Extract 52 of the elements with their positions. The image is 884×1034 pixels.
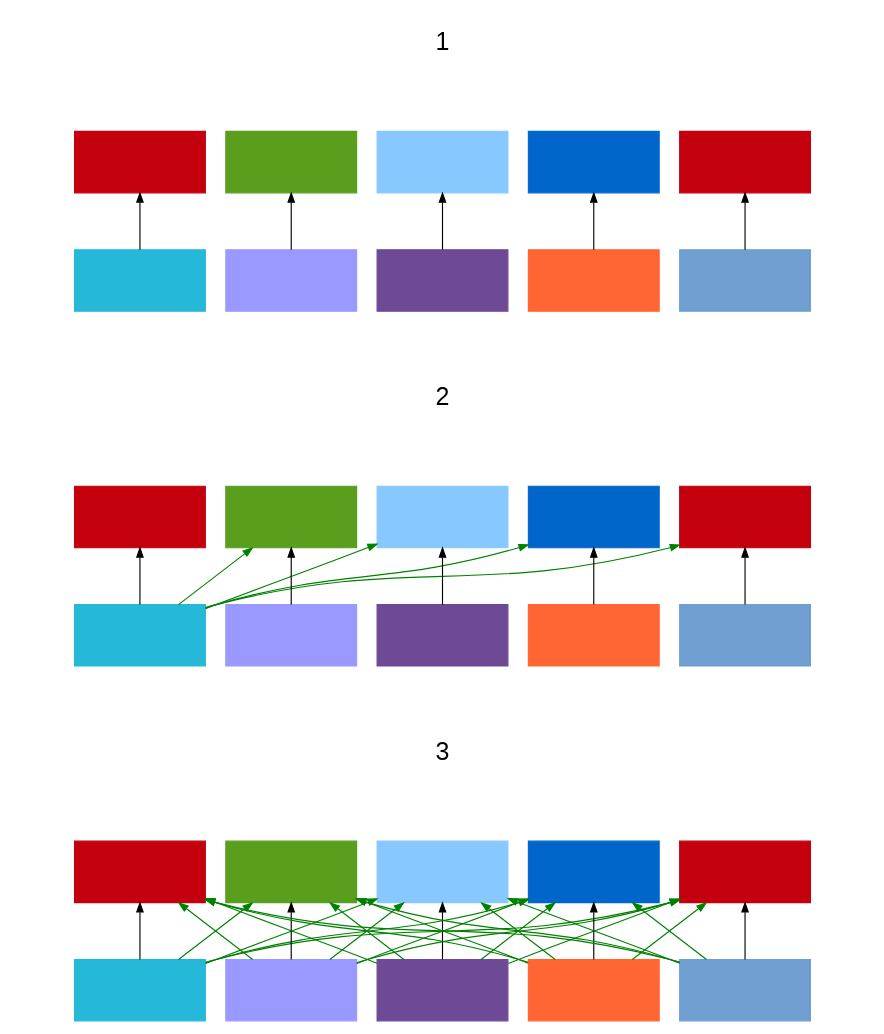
arrow [740,191,749,251]
arrow [589,546,598,606]
arrow [589,901,598,961]
label: 1 [435,27,449,56]
arrow [204,543,681,609]
arrow [286,546,295,606]
node-box [73,958,206,1022]
arrow [438,546,446,606]
node-box [376,130,508,194]
node-box [527,249,660,312]
arrow [135,546,144,606]
arrow [286,191,295,251]
node-box [376,840,508,904]
node-box [224,130,357,194]
node-box [73,604,206,667]
arrow [740,546,749,606]
node-box [73,840,206,904]
arrow [286,901,295,961]
node-box [527,485,660,549]
node-box [376,958,508,1022]
arrow [589,191,598,251]
node-box [527,840,660,904]
node-box [224,485,357,549]
node-box [678,604,811,667]
label: 3 [435,736,449,765]
arrow [177,547,254,606]
node-box [527,958,660,1022]
node-box [224,840,357,904]
node-box [527,130,660,194]
arrow [135,901,144,961]
node-box [678,958,811,1022]
node-box [73,485,206,549]
node-box [678,249,811,312]
node-box [73,249,206,312]
node-box [527,604,660,667]
arrow [438,191,446,251]
node-box [376,604,508,667]
arrow [438,901,446,961]
node-box [73,130,206,194]
node-box [678,840,811,904]
arrow [204,543,379,610]
arrow [204,543,530,609]
label: 2 [435,382,449,411]
arrow [740,901,749,961]
node-box [224,249,357,312]
node-box [224,604,357,667]
node-box [224,958,357,1022]
node-box [376,485,508,549]
node-box [678,485,811,549]
node-box [678,130,811,194]
node-box [376,249,508,312]
arrow [135,191,144,251]
